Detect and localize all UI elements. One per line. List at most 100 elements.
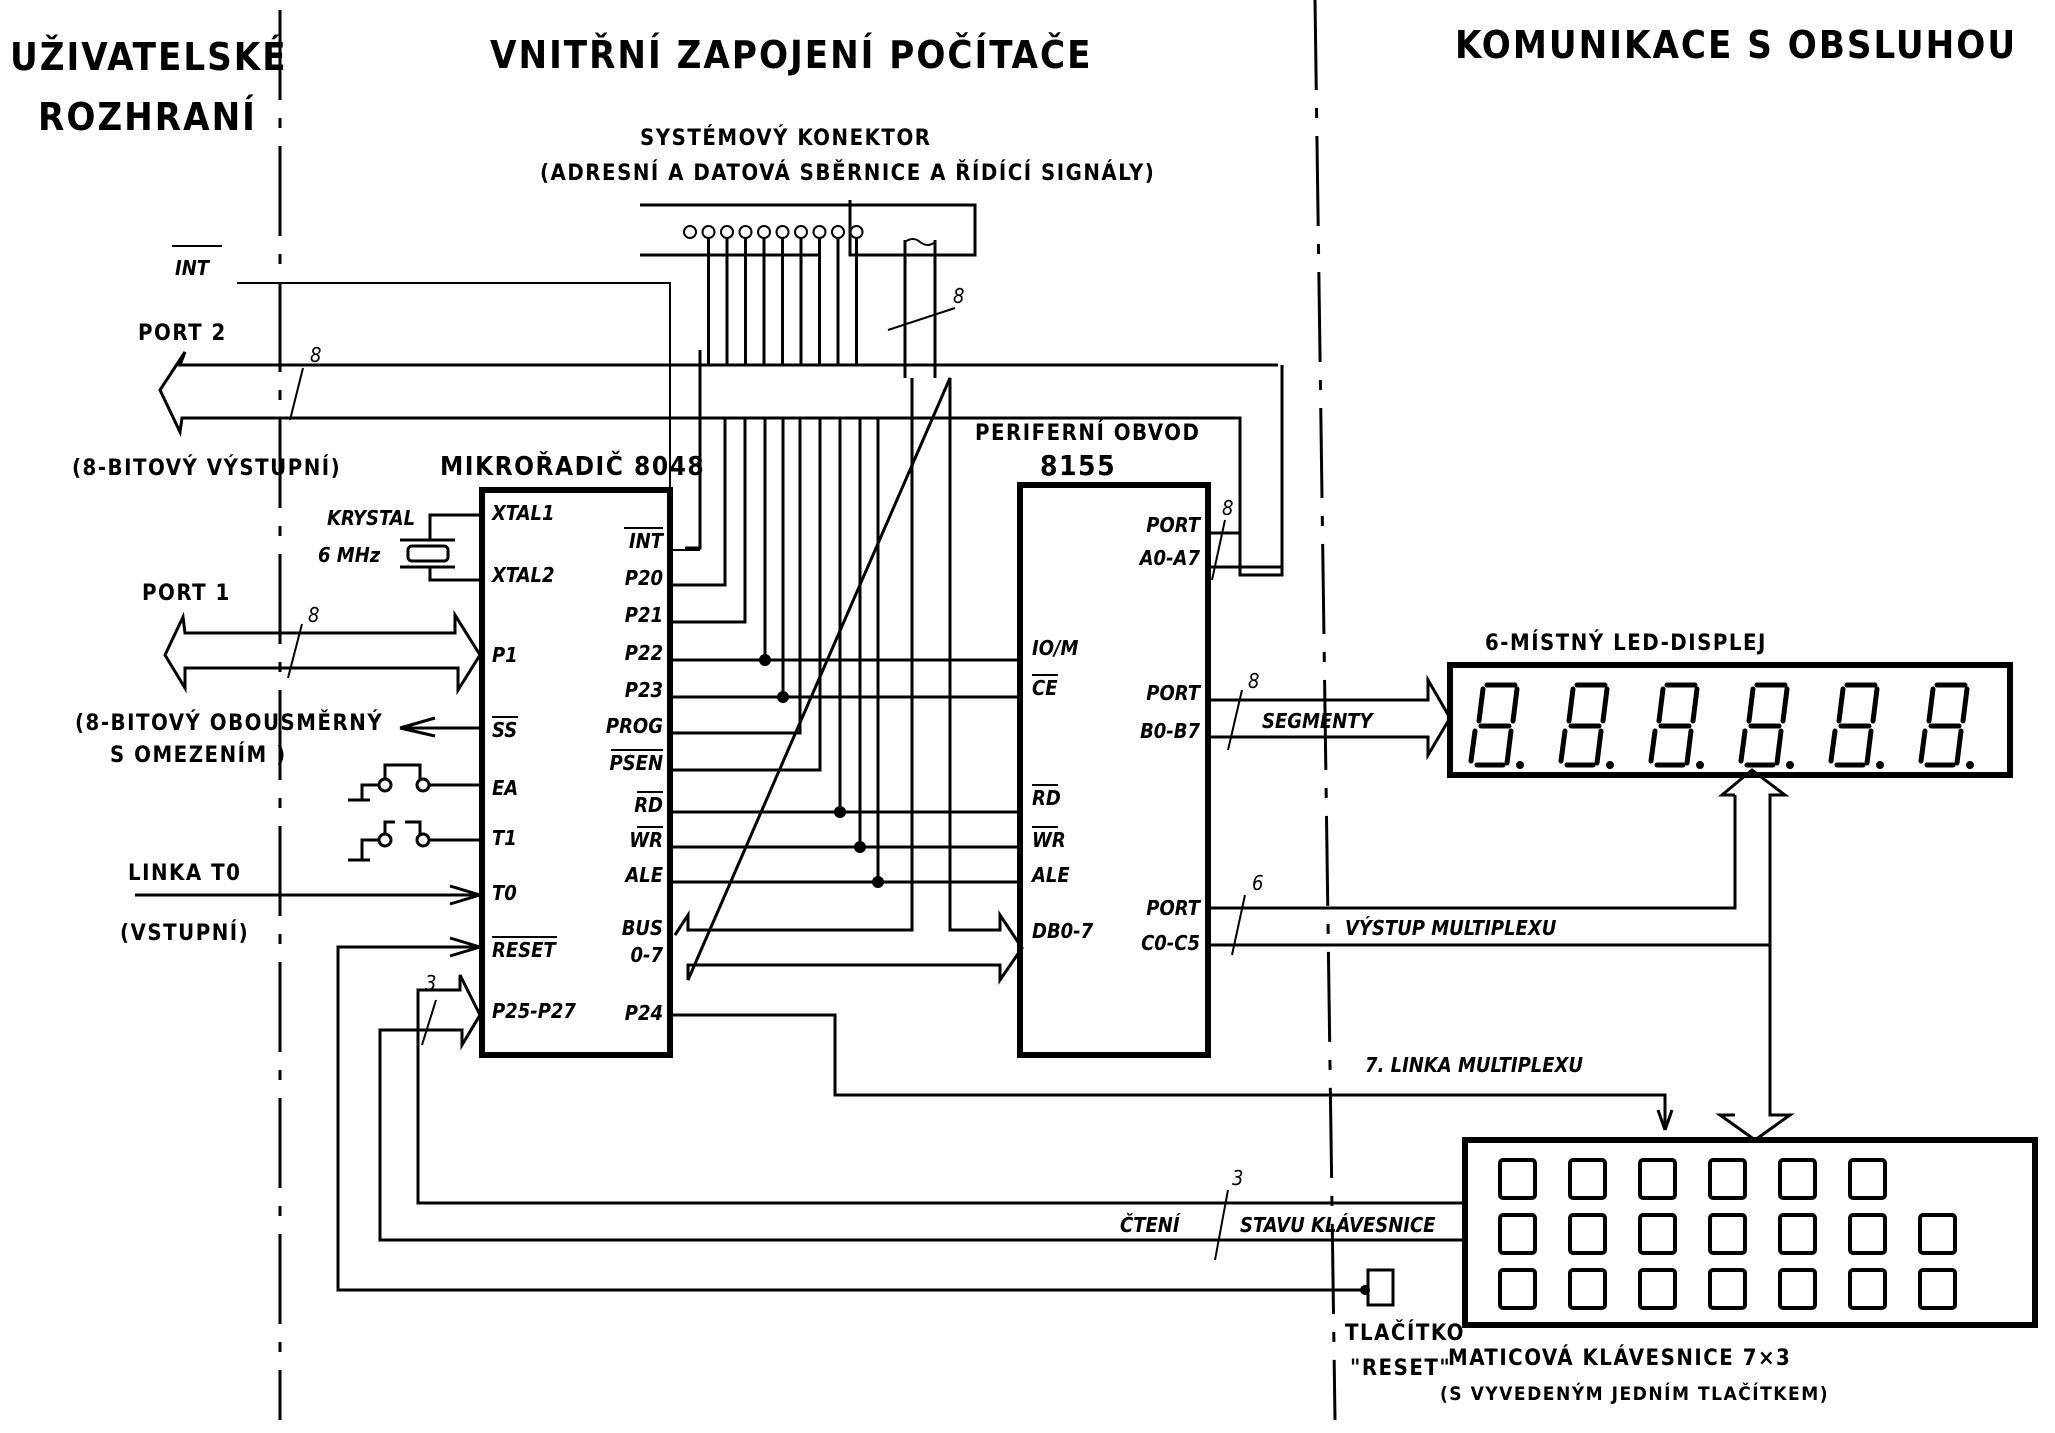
peripheral-pin-wr: WR [1032,828,1066,852]
t0-description: (VSTUPNÍ) [120,920,249,946]
mcu-pin-bus: BUS [622,916,663,940]
mcu-pin-prog: PROG [606,714,663,738]
port-b-range: B0-B7 [1140,719,1200,743]
port2-description: (8-BITOVÝ VÝSTUPNÍ) [72,455,341,481]
mcu-pin-p20: P20 [625,566,663,590]
keyboard-key[interactable] [1848,1268,1887,1310]
keyboard-key[interactable] [1568,1213,1607,1255]
p25-bus-width: 3 [425,971,436,995]
peripheral-pin-ale: ALE [1030,863,1070,887]
matrix-keyboard [1462,1137,2038,1328]
led-digit [1918,682,1974,769]
connector-pin [757,225,771,239]
peripheral-title-2: 8155 [1040,449,1116,482]
t0-label: LINKA T0 [128,861,241,886]
keyboard-read-width: 3 [1232,1166,1243,1190]
bus-wire [670,238,822,772]
connector-pin [683,225,697,239]
bus-wire [670,238,802,735]
keyboard-key[interactable] [1778,1213,1817,1255]
connector-pin [738,225,753,239]
keyboard-key[interactable] [1638,1158,1677,1200]
system-connector-body [640,200,977,257]
connector-subtitle: (ADRESNÍ A DATOVÁ SBĚRNICE A ŘÍDÍCÍ SIGN… [540,160,1155,186]
keyboard-key[interactable] [1778,1268,1817,1310]
mcu-pin-0-7: 0-7 [630,943,663,967]
bus-wire [670,238,767,662]
keyboard-key[interactable] [1498,1213,1537,1255]
keyboard-subtitle: (S VYVEDENÝM JEDNÍM TLAČÍTKEM) [1440,1381,1829,1405]
keyboard-keys [1498,1158,1957,1310]
keyboard-key[interactable] [1848,1213,1887,1255]
connector-pin [701,225,716,239]
keyboard-key[interactable] [1918,1268,1957,1310]
bus-wires [670,238,1020,888]
keyboard-key[interactable] [1638,1268,1677,1310]
connector-pin [831,225,845,239]
reset-button[interactable] [1366,1268,1395,1307]
port2-width: 8 [310,343,321,367]
keyboard-key[interactable] [1708,1268,1747,1310]
led-digit [1648,682,1704,769]
port-b-label: PORT [1146,681,1201,705]
reset-button-label-2: "RESET" [1350,1356,1451,1381]
ea-switch-icon [348,763,482,802]
int-wire-to-mcu [685,350,702,550]
mcu-pin-p21: P21 [625,603,663,627]
crystal-icon [400,513,482,582]
keyboard-key[interactable] [1918,1213,1957,1255]
bus-wire [670,238,747,624]
port1-label: PORT 1 [142,581,231,606]
led-digit [1468,682,1524,769]
junction-dot [854,841,866,853]
port-c-range: C0-C5 [1141,931,1200,955]
keyboard-key[interactable] [1498,1268,1537,1310]
reset-button-label-1: TLAČÍTKO [1345,1320,1465,1346]
mux-output-label: VÝSTUP MULTIPLEXU [1345,916,1557,940]
keyboard-key[interactable] [1708,1213,1747,1255]
reset-wire [336,945,1365,1292]
keyboard-key[interactable] [1638,1213,1677,1255]
port1-bus-arrow [163,609,482,696]
connector-pin [775,225,790,239]
mcu-pin-ale: ALE [623,863,663,887]
ss-output-arrow [399,716,482,738]
mcu-pin-t1: T1 [492,826,517,850]
port-a-wire [1208,531,1282,569]
connector-pins [683,225,864,239]
keyboard-key[interactable] [1568,1268,1607,1310]
mcu-pin-p25-p27: P25-P27 [492,999,576,1023]
mcu-pin-xtal2: XTAL2 [491,563,555,587]
display-keyboard-bus [1715,768,1795,1142]
crystal-label: KRYSTAL [327,506,415,530]
port2-bus-arrow [158,351,1284,577]
mcu-pin-wr: WR [629,828,663,852]
display-title: 6-MÍSTNÝ LED-DISPLEJ [1485,630,1767,656]
left-section-title-line1: UŽIVATELSKÉ [10,35,288,79]
keyboard-read-label-a: ČTENÍ [1120,1213,1182,1237]
crystal-frequency: 6 MHz [318,543,381,567]
mux-line7-label: 7. LINKA MULTIPLEXU [1365,1053,1583,1077]
port-c-label: PORT [1146,896,1201,920]
mcu-pin-ss: SS [492,718,517,742]
keyboard-key[interactable] [1708,1158,1747,1200]
mcu-pin-t0: T0 [492,881,517,905]
keyboard-read-bus [378,974,1465,1242]
keyboard-key[interactable] [1568,1158,1607,1200]
port-c-width: 6 [1252,871,1263,895]
junction-dot [759,654,771,666]
port1-description-2: S OMEZENÍM ) [110,742,287,768]
right-section-title: KOMUNIKACE S OBSLUHOU [1455,23,2017,67]
port1-width: 8 [308,603,319,627]
keyboard-read-label-b: STAVU KLÁVESNICE [1240,1213,1436,1237]
keyboard-key[interactable] [1778,1158,1817,1200]
led-digit [1828,682,1884,769]
peripheral-pin-rd: RD [1032,786,1061,810]
segments-label: SEGMENTY [1262,709,1375,733]
keyboard-key[interactable] [1498,1158,1537,1200]
mcu-title: MIKROŘADIČ 8048 [440,450,705,482]
keyboard-key[interactable] [1848,1158,1887,1200]
mcu-pin-rd: RD [634,793,663,817]
port-b-width: 8 [1248,669,1259,693]
peripheral-title-1: PERIFERNÍ OBVOD [975,420,1200,446]
